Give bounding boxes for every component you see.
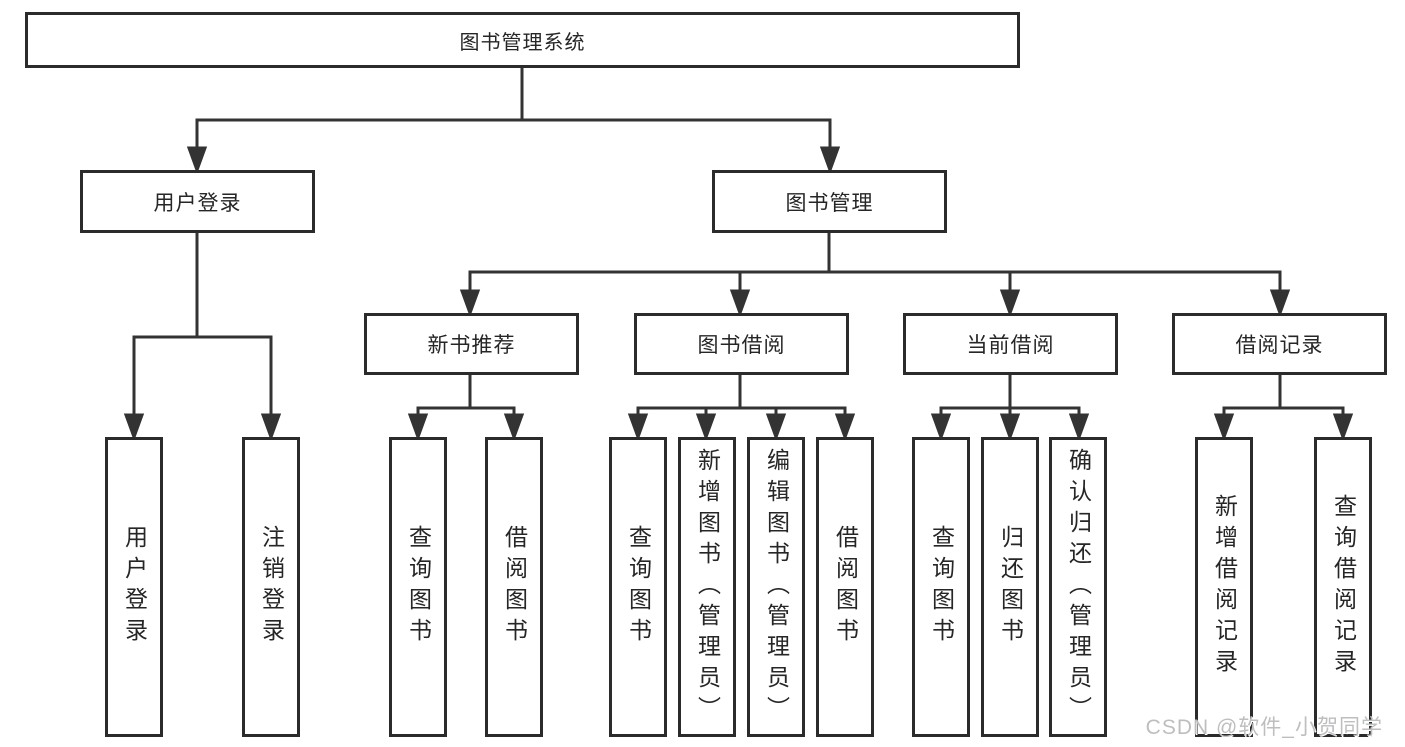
leaf-query-books-1: 查询图书 [389, 437, 447, 737]
node-book-borrowing: 图书借阅 [634, 313, 849, 375]
node-system-root: 图书管理系统 [25, 12, 1020, 68]
node-label: 图书借阅 [697, 334, 786, 357]
leaf-label: 注销登录 [258, 525, 285, 649]
node-borrowing-records: 借阅记录 [1172, 313, 1387, 375]
leaf-label: 新增借阅记录 [1211, 494, 1238, 680]
node-book-management-module: 图书管理 [712, 170, 947, 233]
node-label: 借阅记录 [1235, 334, 1324, 357]
node-label: 图书管理 [785, 191, 874, 215]
leaf-logout: 注销登录 [242, 437, 300, 737]
leaf-label: 查询图书 [625, 525, 652, 649]
leaf-edit-book-admin: 编辑图书（管理员） [747, 437, 805, 737]
leaf-label: 查询借阅记录 [1330, 494, 1357, 680]
node-label: 图书管理系统 [459, 31, 586, 54]
leaf-label: 用户登录 [121, 525, 148, 649]
node-label: 当前借阅 [966, 334, 1055, 357]
leaf-label: 借阅图书 [501, 525, 528, 649]
leaf-add-book-admin: 新增图书（管理员） [678, 437, 736, 737]
csdn-watermark: CSDN @软件_小贺同学 [1145, 716, 1383, 739]
node-label: 用户登录 [153, 191, 242, 215]
leaf-return-book: 归还图书 [981, 437, 1039, 737]
leaf-label: 新增图书（管理员） [694, 447, 721, 727]
node-current-borrowing: 当前借阅 [903, 313, 1118, 375]
node-new-book-recommend: 新书推荐 [364, 313, 579, 375]
leaf-query-books-2: 查询图书 [609, 437, 667, 737]
leaf-query-books-3: 查询图书 [912, 437, 970, 737]
leaf-borrow-books-2: 借阅图书 [816, 437, 874, 737]
leaf-query-borrow-record: 查询借阅记录 [1314, 437, 1372, 737]
leaf-borrow-books-1: 借阅图书 [485, 437, 543, 737]
leaf-user-login: 用户登录 [105, 437, 163, 737]
leaf-label: 归还图书 [997, 525, 1024, 649]
node-user-login-module: 用户登录 [80, 170, 315, 233]
leaf-label: 查询图书 [928, 525, 955, 649]
leaf-label: 编辑图书（管理员） [763, 447, 790, 727]
leaf-add-borrow-record: 新增借阅记录 [1195, 437, 1253, 737]
leaf-label: 借阅图书 [832, 525, 859, 649]
leaf-confirm-return-admin: 确认归还（管理员） [1049, 437, 1107, 737]
leaf-label: 查询图书 [405, 525, 432, 649]
leaf-label: 确认归还（管理员） [1065, 447, 1092, 727]
node-label: 新书推荐 [427, 334, 516, 357]
